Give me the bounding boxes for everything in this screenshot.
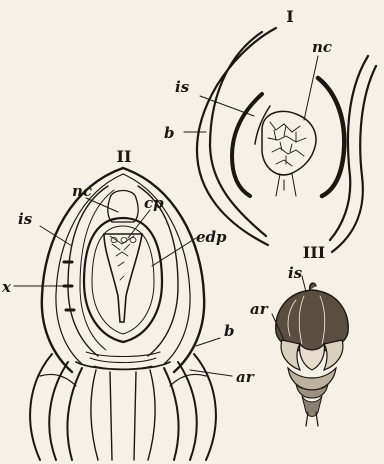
fig2-edp-label: edp <box>196 228 227 246</box>
fig3-is-label: is <box>288 264 303 282</box>
fig2-b-label: b <box>224 322 235 340</box>
fig3-ar-label: ar <box>250 300 269 318</box>
fig2-is-label: is <box>18 210 33 228</box>
fig2-x-label: x <box>1 278 12 296</box>
fig2-nc-label: nc <box>72 182 92 200</box>
fig1-nc-label: nc <box>312 38 332 56</box>
fig1-numeral: I <box>286 7 293 26</box>
fig1-is-label: is <box>175 78 190 96</box>
fig2-cp-label: cp <box>144 194 164 212</box>
fig2-numeral: II <box>117 147 132 166</box>
fig2-ar-label: ar <box>236 368 255 386</box>
fig3-numeral: III <box>303 243 325 262</box>
fig1-b-label: b <box>164 124 175 142</box>
